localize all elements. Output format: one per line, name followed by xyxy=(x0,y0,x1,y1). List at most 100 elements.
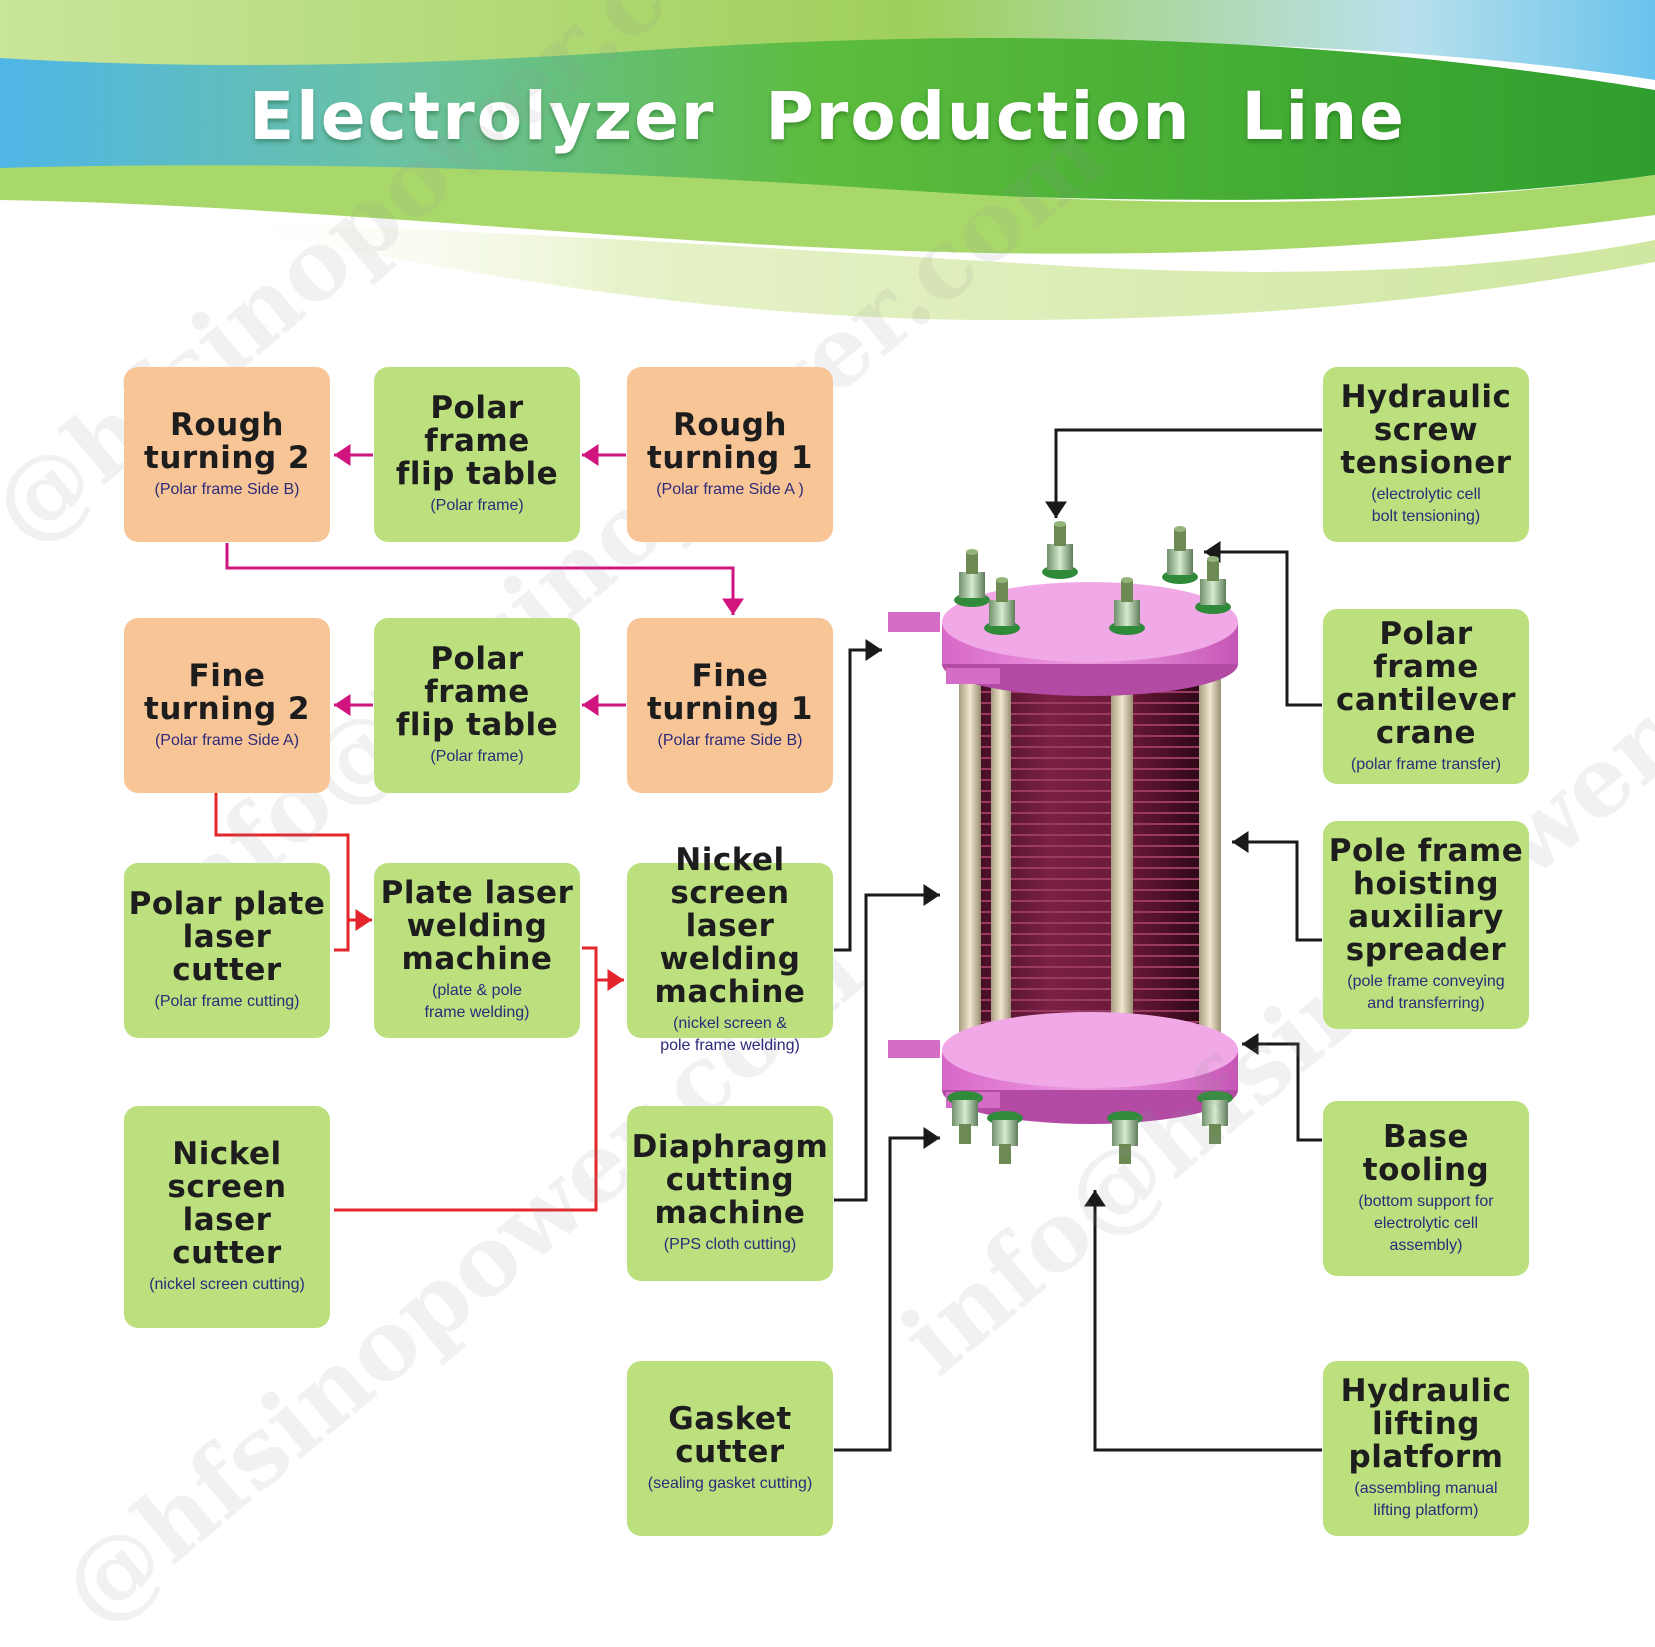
node-title: Nickel screen laser welding machine xyxy=(654,842,806,1010)
node-fine-turning-1: Fine turning 1 (Polar frame Side B) xyxy=(627,618,833,793)
node-subtitle: (bottom support for electrolytic cell as… xyxy=(1358,1192,1494,1254)
nut xyxy=(1114,600,1140,626)
arrow-head xyxy=(865,639,882,661)
flow-connector xyxy=(1054,428,1322,518)
stud-cap xyxy=(966,549,978,555)
top-end-plate xyxy=(888,582,1238,696)
arrow-head xyxy=(582,444,599,466)
stud-cap xyxy=(996,577,1008,583)
arrow-head xyxy=(1084,1190,1106,1207)
node-title: Base tooling xyxy=(1362,1118,1490,1188)
bottom-end-plate xyxy=(888,1012,1238,1124)
node-rough-turning-2: Rough turning 2 (Polar frame Side B) xyxy=(124,367,330,542)
bolt xyxy=(1162,526,1198,584)
flow-connector xyxy=(834,1136,940,1452)
nut xyxy=(989,600,1015,626)
node-lifting-platform: Hydraulic lifting platform (assembling m… xyxy=(1323,1361,1529,1536)
node-cantilever-crane: Polar frame cantilever crane (polar fram… xyxy=(1323,609,1529,784)
nut xyxy=(952,1100,978,1126)
flow-connector xyxy=(1093,1190,1322,1452)
node-gasket-cutter: Gasket cutter (sealing gasket cutting) xyxy=(627,1361,833,1536)
node-nickel-cutter: Nickel screen laser cutter (nickel scree… xyxy=(124,1106,330,1328)
stud xyxy=(966,552,978,574)
bolt xyxy=(954,549,990,607)
flow-connector xyxy=(214,793,350,952)
stud-cap xyxy=(1207,556,1219,562)
node-title: Diaphragm cutting machine xyxy=(631,1129,829,1231)
node-subtitle: (pole frame conveying and transferring) xyxy=(1347,973,1505,1012)
node-screw-tensioner: Hydraulic screw tensioner (electrolytic … xyxy=(1323,367,1529,542)
stud xyxy=(1119,1144,1131,1164)
arrow-head xyxy=(355,909,372,931)
node-fine-turning-2: Fine turning 2 (Polar frame Side A) xyxy=(124,618,330,793)
node-title: Pole frame hoisting auxiliary spreader xyxy=(1328,833,1524,968)
node-subtitle: (sealing gasket cutting) xyxy=(647,1474,813,1492)
node-polar-plate-cutter: Polar plate laser cutter (Polar frame cu… xyxy=(124,863,330,1038)
node-title: Polar frame cantilever crane xyxy=(1336,615,1516,751)
node-subtitle: (Polar frame Side A ) xyxy=(656,480,804,498)
node-subtitle: (Polar frame cutting) xyxy=(154,993,300,1010)
node-base-tooling: Base tooling (bottom support for electro… xyxy=(1323,1101,1529,1276)
arrow-head xyxy=(923,884,940,906)
stud xyxy=(1174,529,1186,551)
node-diaphragm-cutting: Diaphragm cutting machine (PPS cloth cut… xyxy=(627,1106,833,1281)
arrow-head xyxy=(607,969,624,991)
nut xyxy=(1200,579,1226,605)
node-title: Fine turning 1 xyxy=(647,657,813,727)
arrow-head xyxy=(923,1127,940,1149)
header-banner xyxy=(0,0,1655,320)
stud xyxy=(999,1144,1011,1164)
nut xyxy=(959,572,985,598)
stud xyxy=(996,580,1008,602)
bolt xyxy=(947,1091,983,1144)
arrow-head xyxy=(1232,831,1249,853)
flow-connector xyxy=(1204,550,1322,707)
page-title: Electrolyzer Production Line xyxy=(249,78,1406,155)
arrow-head xyxy=(582,694,599,716)
arrow-head xyxy=(1045,501,1067,518)
flow-connector xyxy=(1242,1042,1322,1142)
bolt xyxy=(984,577,1020,635)
node-flip-table-1: Polar frame flip table (Polar frame) xyxy=(374,367,580,542)
node-subtitle: (Polar frame) xyxy=(430,497,524,514)
bolt xyxy=(1109,577,1145,635)
node-title: Rough turning 1 xyxy=(647,406,813,476)
flow-connector xyxy=(1232,840,1322,942)
nut xyxy=(1167,549,1193,575)
nut xyxy=(1047,544,1073,570)
node-title: Fine turning 2 xyxy=(144,657,310,727)
node-subtitle: (plate & pole frame welding) xyxy=(424,982,530,1021)
flow-connectors xyxy=(214,428,1322,1452)
node-subtitle: (polar frame transfer) xyxy=(1350,755,1502,773)
stud-cap xyxy=(1174,526,1186,532)
tie-rods xyxy=(959,650,1221,1090)
flow-connector xyxy=(334,946,598,1212)
bolts xyxy=(947,521,1233,1164)
node-hoisting-spreader: Pole frame hoisting auxiliary spreader (… xyxy=(1323,821,1529,1029)
node-subtitle: (Polar frame Side A) xyxy=(154,731,300,749)
node-title: Hydraulic lifting platform xyxy=(1340,1373,1512,1475)
nut xyxy=(1202,1100,1228,1126)
flow-connector xyxy=(834,893,940,1202)
node-title: Nickel screen laser cutter xyxy=(167,1136,287,1271)
electrolyzer-cell-illustration xyxy=(888,521,1238,1164)
node-subtitle: (Polar frame Side B) xyxy=(154,480,300,498)
stud xyxy=(959,1124,971,1144)
node-title: Hydraulic screw tensioner xyxy=(1340,379,1512,481)
node-title: Rough turning 2 xyxy=(144,406,310,476)
stud xyxy=(1054,524,1066,546)
node-title: Gasket cutter xyxy=(668,1400,792,1470)
arrow-head xyxy=(722,598,744,615)
stud xyxy=(1207,559,1219,581)
node-title: Polar plate laser cutter xyxy=(128,886,326,988)
node-subtitle: (assembling manual lifting platform) xyxy=(1354,1480,1498,1519)
node-flip-table-2: Polar frame flip table (Polar frame) xyxy=(374,618,580,793)
bolt xyxy=(1195,556,1231,614)
node-title: Polar frame flip table xyxy=(395,641,559,743)
nut xyxy=(1112,1120,1138,1146)
arrow-head xyxy=(334,444,351,466)
node-subtitle: (Polar frame Side B) xyxy=(657,731,803,749)
nut xyxy=(992,1120,1018,1146)
stud-cap xyxy=(1054,521,1066,527)
